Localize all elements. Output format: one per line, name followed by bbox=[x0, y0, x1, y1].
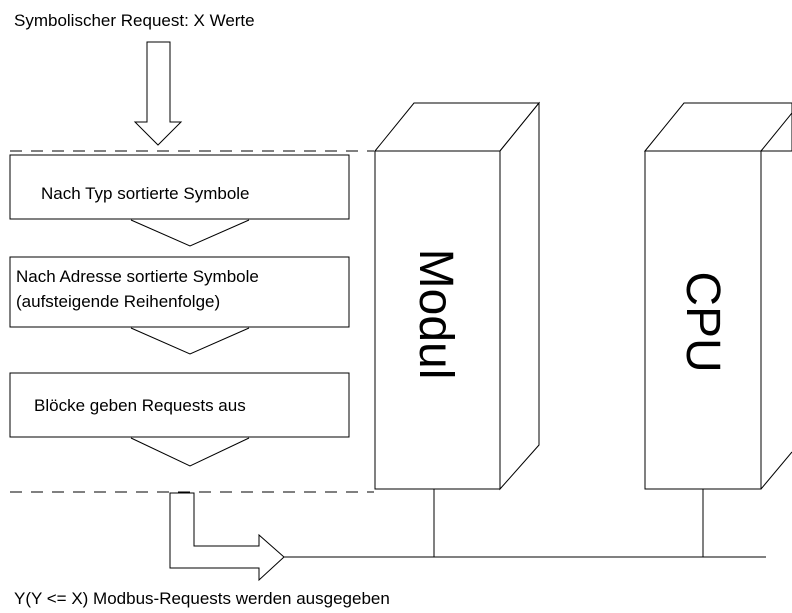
bottom-label: Y(Y <= X) Modbus-Requests werden ausgege… bbox=[14, 589, 390, 608]
device-cpu-top-face bbox=[643, 102, 792, 152]
step-type-sort-label: Nach Typ sortierte Symbole bbox=[41, 184, 250, 203]
step-blocks-requests-label: Blöcke geben Requests aus bbox=[34, 396, 246, 415]
step-address-sort-sublabel: (aufsteigende Reihenfolge) bbox=[16, 292, 220, 311]
step-type-sort: Nach Typ sortierte Symbole bbox=[9, 154, 350, 220]
device-cpu-label: CPU bbox=[676, 271, 729, 372]
device-modul-side-face bbox=[499, 101, 540, 491]
step-blocks-requests: Blöcke geben Requests aus bbox=[9, 372, 350, 438]
output-arrow bbox=[169, 492, 285, 582]
step-blocks-requests-box bbox=[9, 372, 350, 438]
chevron-arrow-2 bbox=[130, 327, 250, 355]
chevron-arrow-1 bbox=[130, 219, 250, 247]
device-cpu-side-edge-bottom bbox=[760, 451, 792, 490]
step-type-sort-box bbox=[9, 154, 350, 220]
step-address-sort-box bbox=[9, 256, 350, 328]
top-label: Symbolischer Request: X Werte bbox=[14, 11, 255, 30]
step-address-sort-label: Nach Adresse sortierte Symbole bbox=[16, 267, 259, 286]
step-address-sort: Nach Adresse sortierte Symbole (aufsteig… bbox=[9, 256, 350, 328]
chevron-arrow-3 bbox=[130, 437, 250, 467]
device-cpu-front-face bbox=[644, 150, 762, 490]
device-modul: Modul bbox=[373, 101, 541, 557]
device-cpu: CPU bbox=[643, 102, 792, 557]
device-modul-front-face bbox=[374, 150, 501, 490]
device-cpu-side-edge-top bbox=[760, 112, 792, 152]
device-modul-label: Modul bbox=[409, 249, 462, 380]
input-arrow bbox=[133, 41, 183, 146]
